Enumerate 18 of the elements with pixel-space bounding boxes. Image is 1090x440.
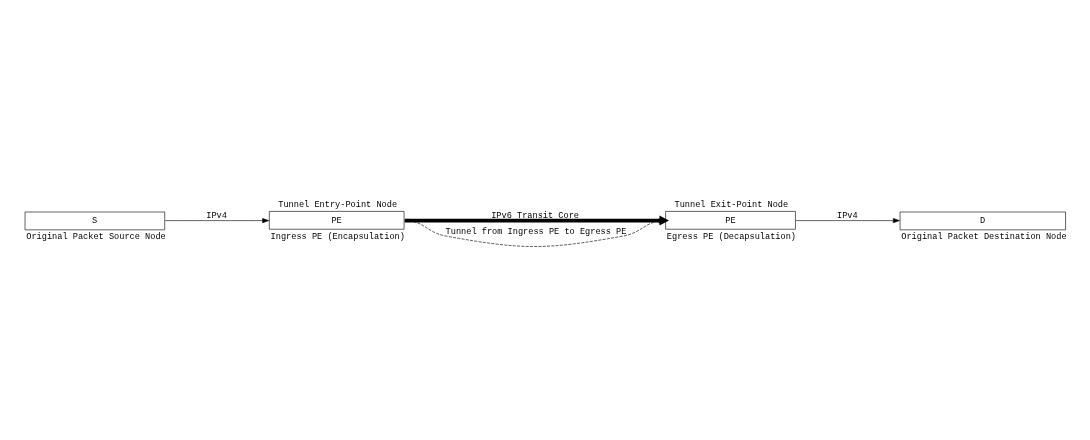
edge-label: Tunnel from Ingress PE to Egress PE [445,226,627,237]
node-box: S [24,211,165,230]
node-label: Original Packet Source Node [26,231,166,242]
node-label: Original Packet Destination Node [901,231,1067,242]
arrow [404,218,666,247]
node-label: Tunnel Exit-Point Node [674,199,789,210]
edge-label: IPv4 [206,210,227,221]
node-label: Tunnel Entry-Point Node [278,199,398,210]
edge-label: IPv6 Transit Core [491,210,579,221]
node-box: PE [665,210,796,230]
edge-label: IPv4 [836,210,858,221]
arrow [795,217,900,223]
node-box: PE [269,210,405,230]
arrow [165,217,269,223]
arrow [404,215,669,226]
node-label: Egress PE (Decapsulation) [666,231,797,242]
node-box: D [899,211,1066,230]
node-label: Ingress PE (Encapsulation) [270,231,405,242]
